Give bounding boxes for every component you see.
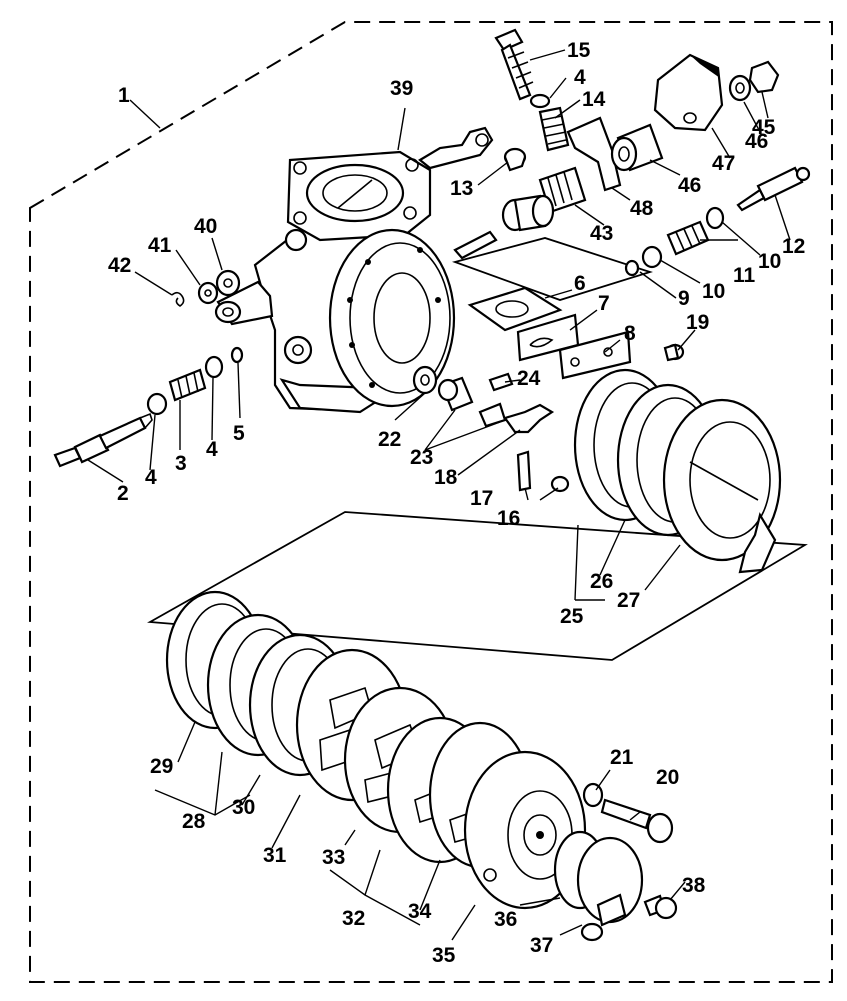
part-12-needle (736, 166, 811, 212)
part-23-fitting (437, 376, 474, 412)
part-46-washer (728, 74, 752, 102)
carburetor-body (214, 126, 498, 414)
callout-46: 46 (678, 174, 701, 197)
part-bushing (501, 194, 555, 232)
callout-28: 28 (182, 810, 206, 833)
part-11-spring (666, 220, 710, 256)
callout-5: 5 (233, 422, 245, 445)
part-22-washer (412, 365, 438, 395)
callout-45: 45 (752, 116, 776, 139)
part-47-cover (653, 53, 724, 132)
part-5-oring (230, 346, 244, 364)
part-6-gasket (467, 286, 563, 332)
part-14-spring (538, 106, 570, 152)
part-13-screw (503, 147, 527, 172)
callout-36: 36 (494, 908, 517, 931)
part-4-washer-left (146, 392, 168, 416)
part-8-plate (558, 330, 632, 380)
part-16-screw (550, 475, 570, 493)
callout-39: 39 (390, 77, 413, 100)
callout-17: 17 (470, 487, 493, 510)
callout-33: 33 (322, 846, 345, 869)
part-40-washer (215, 269, 241, 297)
part-20-bolt (600, 798, 674, 844)
part-37-cap (576, 836, 644, 942)
callout-29: 29 (150, 755, 173, 778)
assembly-boundary-dashed (29, 21, 833, 983)
callout-30: 30 (232, 796, 255, 819)
callout-47: 47 (712, 152, 735, 175)
callout-23: 23 (410, 446, 433, 469)
callout-21: 21 (610, 746, 634, 769)
callout-6: 6 (574, 272, 586, 295)
callout-35: 35 (432, 944, 456, 967)
part-42-clip (171, 291, 185, 307)
callout-42: 42 (108, 254, 131, 277)
part-10-washer-lower (641, 245, 663, 269)
part-41-oring (197, 281, 219, 305)
callout-24: 24 (517, 367, 541, 390)
callout-34: 34 (408, 900, 432, 923)
callout-37: 37 (530, 934, 553, 957)
callout-16: 16 (497, 507, 520, 530)
callout-8: 8 (624, 322, 636, 345)
callout-27: 27 (617, 589, 640, 612)
callout-15: 15 (567, 39, 591, 62)
callout-41: 41 (148, 234, 172, 257)
callout-22: 22 (378, 428, 401, 451)
callout-4: 4 (145, 466, 157, 489)
part-9-oring (624, 259, 640, 277)
callout-12: 12 (782, 235, 805, 258)
callout-2: 2 (117, 482, 129, 505)
part-2-screw (53, 412, 153, 468)
callout-32: 32 (342, 907, 365, 930)
part-24-screw (488, 372, 514, 392)
callout-7: 7 (598, 292, 610, 315)
callout-9: 9 (678, 287, 690, 310)
callout-labels: 1 2 3 4 4 5 6 7 8 9 10 10 11 12 13 14 15… (108, 39, 805, 967)
callout-43: 43 (590, 222, 613, 245)
callout-48: 48 (630, 197, 654, 220)
callout-14: 14 (582, 88, 606, 111)
callout-25: 25 (560, 605, 584, 628)
callout-11: 11 (733, 264, 756, 287)
part-46-bushing (610, 123, 664, 172)
part-27-cover (662, 398, 782, 574)
callout-4: 4 (206, 438, 218, 461)
callout-10: 10 (702, 280, 725, 303)
part-4-washer-top (529, 93, 551, 109)
callout-46: 46 (745, 130, 768, 153)
callout-20: 20 (656, 766, 679, 789)
part-10-washer-upper (705, 206, 725, 230)
callout-3: 3 (175, 452, 187, 475)
part-45-nut (748, 60, 780, 94)
part-17-pin (516, 450, 532, 492)
callout-1: 1 (118, 84, 130, 107)
callout-4: 4 (574, 66, 586, 89)
part-3-spring (168, 368, 207, 402)
fuel-pump-group-box (147, 511, 808, 661)
callout-31: 31 (263, 844, 287, 867)
callout-19: 19 (686, 311, 709, 334)
part-21-washer (582, 782, 604, 808)
part-18-fitting (478, 402, 555, 434)
part-15-screw (494, 28, 534, 101)
callout-18: 18 (434, 466, 458, 489)
callout-38: 38 (682, 874, 706, 897)
callout-10: 10 (758, 250, 781, 273)
part-38-screw (643, 894, 678, 920)
callout-26: 26 (590, 570, 613, 593)
part-4-washer-mid (204, 355, 224, 379)
callout-40: 40 (194, 215, 217, 238)
callout-13: 13 (450, 177, 473, 200)
leader-lines (87, 49, 791, 941)
